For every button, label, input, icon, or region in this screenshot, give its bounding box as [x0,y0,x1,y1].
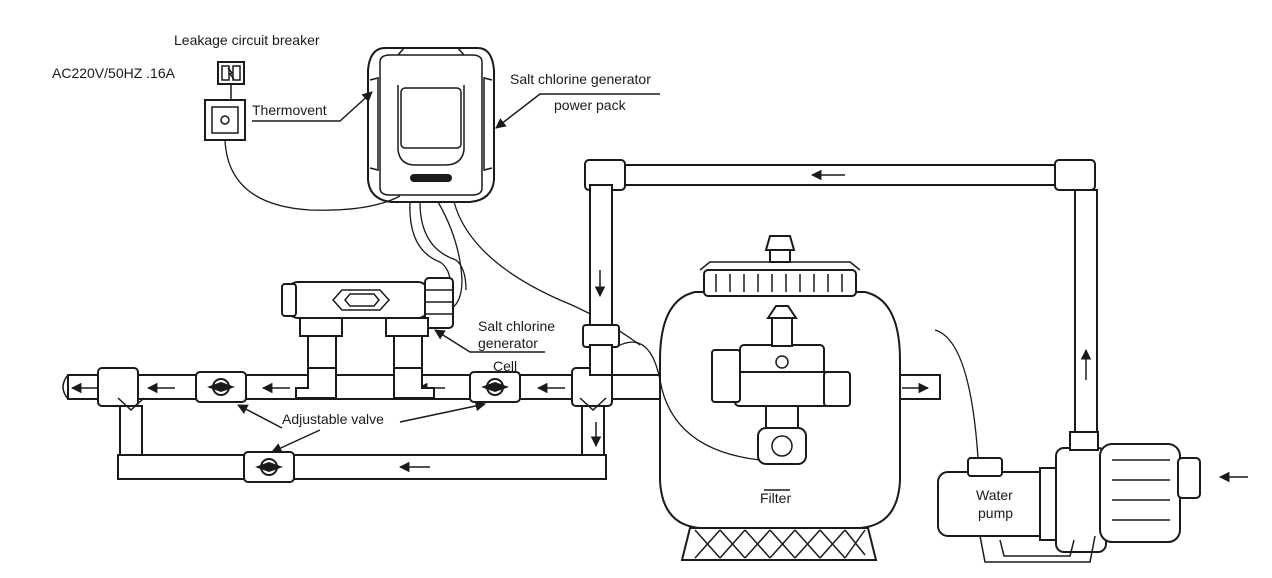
valve-leader-bypass [271,429,321,453]
power-pack-leader-line [495,93,660,129]
adjustable-valve-label: Adjustable valve [282,411,384,427]
adjustable-valve-right [469,371,521,403]
cell-leader-line [434,329,545,353]
filter-lid-ribs [715,274,843,292]
thermovent-leader-line [252,91,373,122]
valve-leader-right [399,400,487,423]
thermovent-label: Thermovent [252,102,327,118]
pump-label-line1: Water [976,487,1013,503]
water-pump [934,329,1201,563]
salt-chlorine-cell [281,277,454,399]
leakage-circuit-breaker [217,61,245,100]
filter-label: Filter [760,490,791,506]
leakage-breaker-label: Leakage circuit breaker [174,32,320,48]
cell-label-line2: generator [478,335,538,351]
valve-leader-left [237,404,283,429]
ac-spec-label: AC220V/50HZ .16A [52,65,176,81]
return-pipe-loop [582,159,1098,441]
cell-cable-3 [437,201,463,311]
bypass-pipe [117,397,607,480]
power-pack-label-line1: Salt chlorine generator [510,71,651,87]
cell-cable-1 [409,201,451,291]
cell-label-line1: Salt chlorine [478,318,555,334]
multiport-valve [617,305,851,465]
cell-cable-2 [419,201,467,291]
power-socket-icon [204,99,246,141]
cell-label-line3: Cell [493,358,517,374]
power-pack-unit [367,47,495,203]
power-cable [224,139,401,211]
adjustable-valve-left [195,371,247,403]
power-pack-label-line2: power pack [554,97,627,113]
adjustable-valve-bypass [243,451,295,483]
pump-label-line2: pump [978,505,1013,521]
